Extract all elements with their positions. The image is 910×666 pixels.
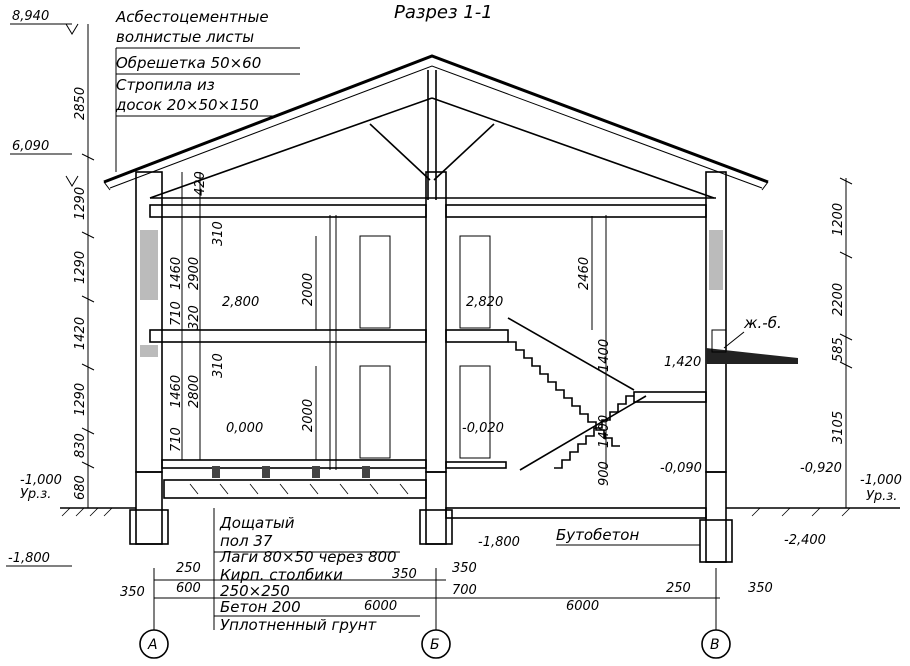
grid-axes: А Б В [139, 620, 731, 659]
inner-dimension-chain: 420 310 1460 2900 710 320 310 1460 2800 … [169, 171, 226, 460]
second-floor-slab [149, 329, 509, 343]
section-title: Разрез 1-1 [394, 2, 493, 23]
dim-left-4: 1420 [73, 317, 88, 350]
roof-note-2: волнистые листы [116, 28, 254, 46]
exterior-wall-right [705, 171, 727, 473]
roof-note-1: Асбестоцементные [115, 8, 269, 26]
dim-bottom-6: 700 [452, 583, 477, 598]
dim-inner-2: 310 [211, 221, 226, 246]
level-second-floor-stair: 2,820 [466, 295, 503, 310]
floor-note-5: 250×250 [220, 582, 290, 600]
axis-label-b: Б [430, 637, 440, 653]
dim-left-1: 2850 [73, 87, 88, 120]
dim-inner-9: 2800 [187, 375, 202, 408]
floor-notes: Дощатый пол 37 Лаги 80×50 через 800 Кирп… [213, 508, 420, 634]
level-service-floor: -0,090 [660, 461, 702, 476]
level-ground-floor: 0,000 [226, 421, 263, 436]
door-upper-hall [459, 235, 491, 329]
roof-note-3: Обрешетка 50×60 [116, 54, 261, 72]
dim-bottom-4: 350 [392, 567, 417, 582]
level-second-floor: 2,800 [222, 295, 259, 310]
level-marks: 8,940 6,090 2,800 2,820 1,420 0,000 -0,0… [6, 9, 902, 567]
ground-level-label-right: Ур.з. [866, 489, 897, 504]
dim-bottom-8: 350 [748, 581, 773, 596]
dim-bottom-2: 350 [120, 585, 145, 600]
door-lower-hall [459, 365, 491, 459]
axis-label-a: А [147, 637, 158, 653]
floor-note-7: Уплотненный грунт [220, 616, 378, 634]
level-ground-right: -0,920 [800, 461, 842, 476]
level-landing: 1,420 [664, 355, 701, 370]
level-footing-left: -1,800 [8, 551, 50, 566]
dim-room-3: 2460 [577, 257, 592, 290]
dim-left-7: 680 [73, 475, 88, 500]
dim-bottom-5: 350 [452, 561, 477, 576]
floor-note-1: Дощатый [219, 514, 295, 532]
dim-right-4: 3105 [831, 411, 846, 444]
level-ground-left: -1,000 [20, 473, 62, 488]
ground-floor [161, 459, 507, 499]
ground-level-label-left: Ур.з. [20, 487, 51, 502]
dim-inner-10: 710 [169, 427, 184, 452]
bottom-dimensions: 250 350 600 350 350 700 250 350 6000 600… [120, 561, 773, 620]
floor-note-2: пол 37 [220, 532, 273, 550]
door-lower [359, 365, 391, 459]
rubble-concrete-label: Бутобетон [556, 526, 639, 544]
floor-note-6: Бетон 200 [220, 598, 301, 616]
level-stair-hall: -0,020 [462, 421, 504, 436]
dim-bottom-7: 250 [666, 581, 691, 596]
balcony-slab [706, 329, 798, 364]
dim-left-5: 1290 [73, 383, 88, 416]
axis-label-v: В [710, 637, 720, 653]
dim-room-1: 2000 [301, 273, 316, 306]
roof-notes: Асбестоцементные волнистые листы Обрешет… [115, 8, 300, 172]
dim-inner-6: 320 [187, 305, 202, 330]
dim-room-6: 900 [597, 461, 612, 486]
left-dimension-chain: 2850 1290 1290 1420 1290 830 680 [73, 24, 95, 508]
level-ground-right-mark: -1,000 [860, 473, 902, 488]
dim-room-2: 2000 [301, 399, 316, 432]
dim-inner-8: 1460 [169, 375, 184, 408]
dim-inner-5: 710 [169, 301, 184, 326]
roof-note-4: Стропила из [116, 76, 215, 94]
dim-room-5: 1400 [597, 415, 612, 448]
level-footing-right: -2,400 [784, 533, 826, 548]
attic-floor-slab [149, 204, 707, 218]
dim-left-6: 830 [73, 433, 88, 458]
dim-span-bv: 6000 [566, 599, 599, 614]
dim-room-4: 1400 [597, 339, 612, 372]
dim-right-3: 585 [831, 337, 846, 362]
dim-inner-7: 310 [211, 353, 226, 378]
staircase [507, 317, 707, 471]
interior-wall-middle [425, 171, 447, 473]
dim-inner-3: 1460 [169, 257, 184, 290]
dim-right-1: 1200 [831, 203, 846, 236]
foundations [129, 471, 733, 563]
right-dimension-chain: 1200 2200 585 3105 [831, 177, 853, 508]
dim-span-ab: 6000 [364, 599, 397, 614]
level-eaves: 6,090 [12, 139, 49, 154]
dim-left-3: 1290 [73, 251, 88, 284]
roof-note-5: досок 20×50×150 [115, 96, 259, 114]
level-ridge: 8,940 [12, 9, 49, 24]
room-dimensions: 2000 2000 2460 1400 1400 900 [301, 216, 612, 486]
dim-inner-4: 2900 [187, 257, 202, 290]
axis-bubble-v [701, 629, 731, 659]
dim-bottom-3: 600 [176, 581, 201, 596]
dim-bottom-1: 250 [176, 561, 201, 576]
dim-inner-1: 420 [193, 171, 208, 196]
roof [103, 54, 769, 200]
door-upper [359, 235, 391, 329]
level-footing-middle: -1,800 [478, 535, 520, 550]
axis-bubble-b [421, 629, 451, 659]
ground-line [60, 507, 900, 517]
axis-bubble-a [139, 629, 169, 659]
dim-left-2: 1290 [73, 187, 88, 220]
floor-note-3: Лаги 80×50 через 800 [219, 548, 397, 566]
dim-right-2: 2200 [831, 283, 846, 316]
rc-slab-label: ж.-б. [743, 314, 782, 332]
